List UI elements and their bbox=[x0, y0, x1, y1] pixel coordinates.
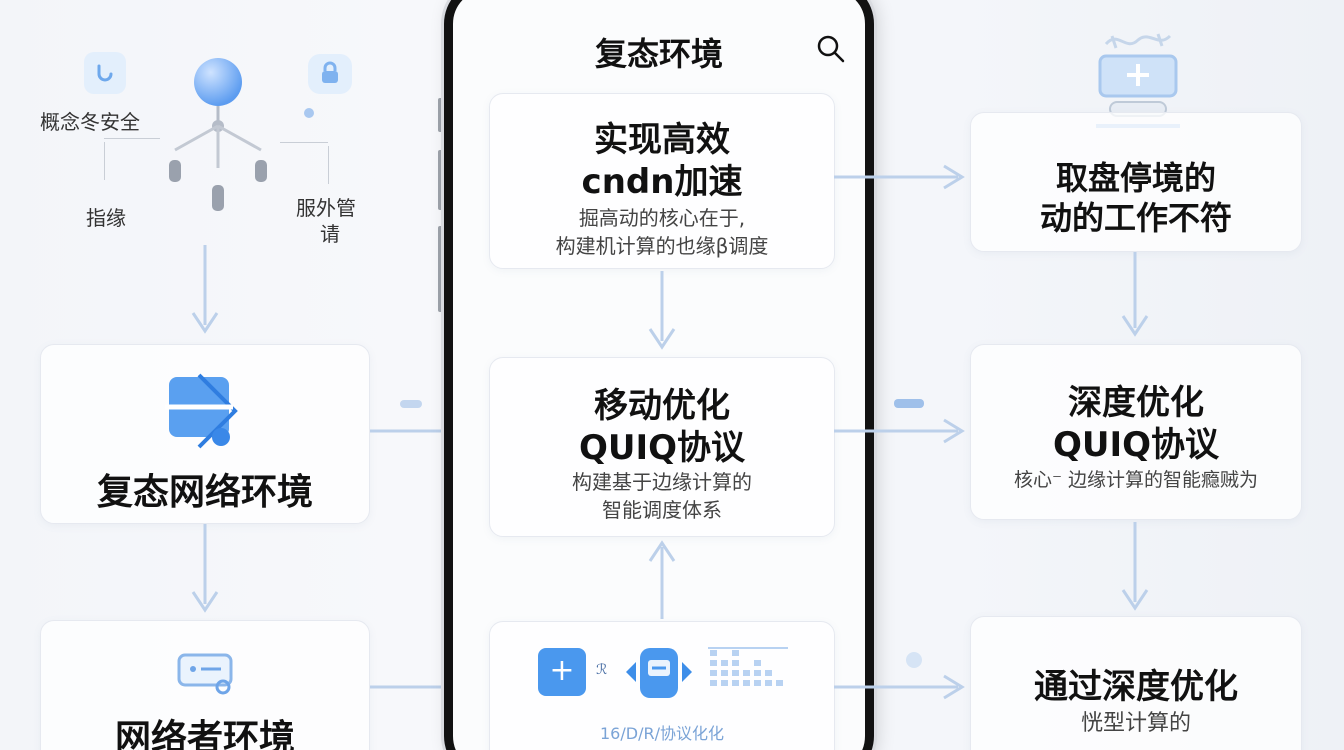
arrow-right-center-2 bbox=[834, 418, 965, 444]
center-card-3-caption: 16/D/R/协议化化 bbox=[600, 724, 724, 743]
right-card-3-title: 通过深度优化 bbox=[1034, 667, 1238, 707]
phone-frame: 复态环境 实现高效 cndn加速 掘高动的核心在于, 构建机计算的也缘β调度 移… bbox=[444, 0, 874, 750]
left-card-network-env: 网络者环境 bbox=[40, 620, 370, 750]
lock-icon bbox=[308, 54, 352, 94]
right-card-3-sub: 恍型计算的 bbox=[1080, 711, 1191, 736]
shield-icon bbox=[84, 52, 126, 94]
center-card-cdn: 实现高效 cndn加速 掘高动的核心在于, 构建机计算的也缘β调度 bbox=[489, 93, 835, 269]
right-card-2-title-2: QUIQ协议 bbox=[1052, 425, 1220, 465]
dots-decor-right bbox=[894, 399, 924, 408]
arrow-down-left-1 bbox=[191, 245, 219, 334]
right-card-deep-opt: 通过深度优化 恍型计算的 bbox=[970, 616, 1302, 750]
label-top-left: 概念冬安全 bbox=[40, 110, 140, 134]
arrow-down-left-2 bbox=[191, 524, 219, 613]
right-card-quiq: 深度优化 QUIQ协议 核心⁻ 边缘计算的智能瘾贼为 bbox=[970, 344, 1302, 520]
bar-chart-icon bbox=[708, 647, 788, 686]
center-card-1-sub-2: 构建机计算的也缘β调度 bbox=[555, 234, 769, 258]
phone-title: 复态环境 bbox=[594, 35, 723, 73]
center-card-1-title-1: 实现高效 bbox=[594, 120, 730, 160]
left-card-complex-network: 复态网络环境 bbox=[40, 344, 370, 524]
right-card-1-title-1: 取盘停境的 bbox=[1055, 159, 1216, 197]
divider-left bbox=[104, 138, 160, 139]
divider-right-v bbox=[328, 146, 329, 184]
divider-right bbox=[280, 142, 328, 143]
add-icon: + bbox=[538, 648, 586, 696]
dot-decor-right bbox=[906, 652, 922, 668]
center-card-2-title-2: QUIQ协议 bbox=[578, 428, 746, 468]
label-bottom-left: 指缘 bbox=[86, 206, 126, 230]
phone-side-button bbox=[438, 98, 443, 132]
message-icon bbox=[177, 653, 233, 695]
left-card-2-title: 网络者环境 bbox=[114, 718, 295, 750]
arrow-down-center bbox=[648, 271, 676, 350]
right-card-1-title-2: 动的工作不符 bbox=[1039, 199, 1232, 237]
arrow-right-center-1 bbox=[834, 164, 965, 190]
arrow-right-center-3 bbox=[834, 674, 965, 700]
arrow-down-right-2 bbox=[1121, 522, 1149, 611]
center-card-2-title-1: 移动优化 bbox=[594, 386, 730, 426]
robot-icon bbox=[626, 648, 692, 698]
phone-side-button bbox=[438, 226, 443, 312]
center-card-protocol: + ℛ 16/D/R/协议化化 bbox=[489, 621, 835, 750]
dot-decor bbox=[304, 108, 314, 118]
right-card-2-sub: 核心⁻ 边缘计算的智能瘾贼为 bbox=[1013, 469, 1259, 491]
arrow-up-center bbox=[648, 540, 676, 619]
network-blue-icon bbox=[165, 373, 238, 449]
right-card-work-env: 取盘停境的 动的工作不符 bbox=[970, 112, 1302, 252]
search-icon[interactable] bbox=[815, 33, 847, 65]
arrow-down-right-1 bbox=[1121, 252, 1149, 337]
divider-left-v bbox=[104, 142, 105, 180]
label-bottom-right-2: 请 bbox=[320, 222, 340, 246]
right-card-2-title-1: 深度优化 bbox=[1068, 383, 1204, 423]
label-bottom-right-1: 服外管 bbox=[296, 196, 356, 220]
center-card-quiq: 移动优化 QUIQ协议 构建基于边缘计算的 智能调度体系 bbox=[489, 357, 835, 537]
small-text-icon: ℛ bbox=[596, 662, 608, 678]
dots-decor-left bbox=[400, 400, 422, 408]
phone-side-button bbox=[872, 160, 877, 240]
center-card-2-sub-2: 智能调度体系 bbox=[602, 498, 722, 522]
left-card-1-title: 复态网络环境 bbox=[96, 472, 313, 513]
network-node-icon bbox=[169, 58, 267, 211]
center-card-2-sub-1: 构建基于边缘计算的 bbox=[572, 470, 752, 494]
center-card-1-title-2: cndn加速 bbox=[581, 162, 743, 202]
center-card-1-sub-1: 掘高动的核心在于, bbox=[578, 206, 746, 230]
phone-side-button bbox=[438, 150, 443, 210]
